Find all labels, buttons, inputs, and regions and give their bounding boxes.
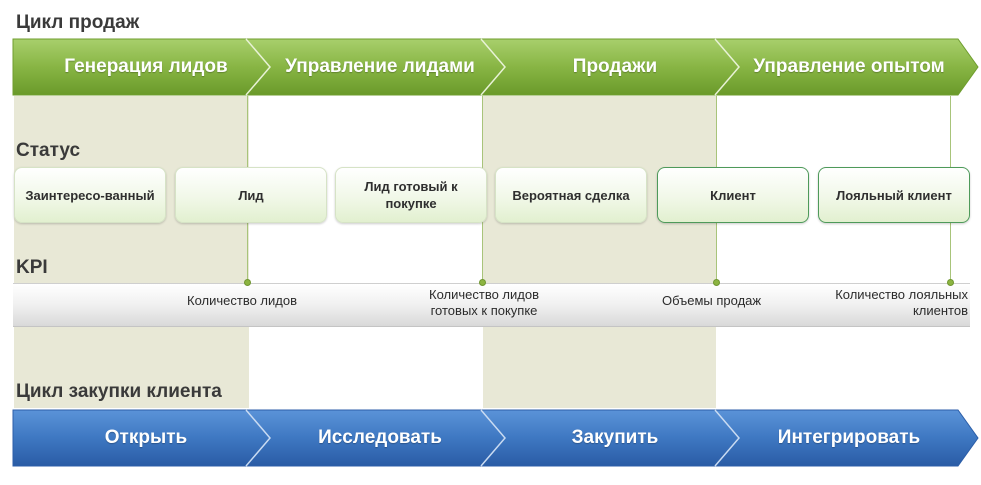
status-label: Клиент: [710, 187, 756, 203]
sales-stage-sales: Продажи: [572, 56, 658, 77]
purchase-stage-open: Открыть: [104, 427, 188, 448]
status-label: Лид: [238, 187, 264, 203]
kpi-title: KPI: [16, 257, 48, 278]
kpi-marker: [244, 279, 251, 286]
status-interested: Заинтересо-ванный: [14, 167, 166, 223]
column-bg-lead-generation: [14, 96, 249, 408]
kpi-bar: [13, 283, 970, 327]
kpi-marker: [713, 279, 720, 286]
kpi-ready-lead-label: Количество лидов готовых к покупке: [429, 287, 539, 318]
status-label: Лид готовый к покупке: [364, 179, 458, 211]
sales-stage-lead-management: Управление лидами: [285, 56, 475, 77]
sales-stage-lead-generation: Генерация лидов: [64, 56, 228, 77]
purchase-stage-research: Исследовать: [318, 427, 442, 448]
kpi-sales-volume: Объемы продаж: [662, 293, 762, 308]
status-loyal-client: Лояльный клиент: [818, 167, 970, 223]
kpi-lead-count: Количество лидов: [187, 293, 297, 308]
status-probable-deal: Вероятная сделка: [495, 167, 647, 223]
purchase-cycle-title: Цикл закупки клиента: [16, 381, 222, 402]
sales-stage-experience-management: Управление опытом: [753, 56, 945, 77]
status-client: Клиент: [657, 167, 809, 223]
status-label: Лояльный клиент: [836, 187, 952, 203]
kpi-loyal-client-label: Количество лояльных клиентов: [835, 287, 968, 318]
kpi-ready-lead-count: Количество лидов готовых к покупке: [414, 287, 554, 319]
purchase-cycle-arrow: [12, 409, 979, 467]
kpi-marker: [947, 279, 954, 286]
kpi-marker: [479, 279, 486, 286]
kpi-loyal-client-count: Количество лояльных клиентов: [828, 287, 968, 319]
sales-cycle-arrow: [12, 38, 979, 96]
status-ready-lead: Лид готовый к покупке: [335, 167, 487, 223]
status-label: Вероятная сделка: [512, 187, 630, 203]
status-label: Заинтересо-ванный: [25, 187, 155, 203]
sales-cycle-title: Цикл продаж: [16, 12, 140, 33]
column-bg-sales: [483, 96, 716, 408]
status-title: Статус: [16, 140, 81, 161]
purchase-stage-integrate: Интегрировать: [777, 427, 921, 448]
status-lead: Лид: [175, 167, 327, 223]
purchase-stage-purchase: Закупить: [571, 427, 659, 448]
